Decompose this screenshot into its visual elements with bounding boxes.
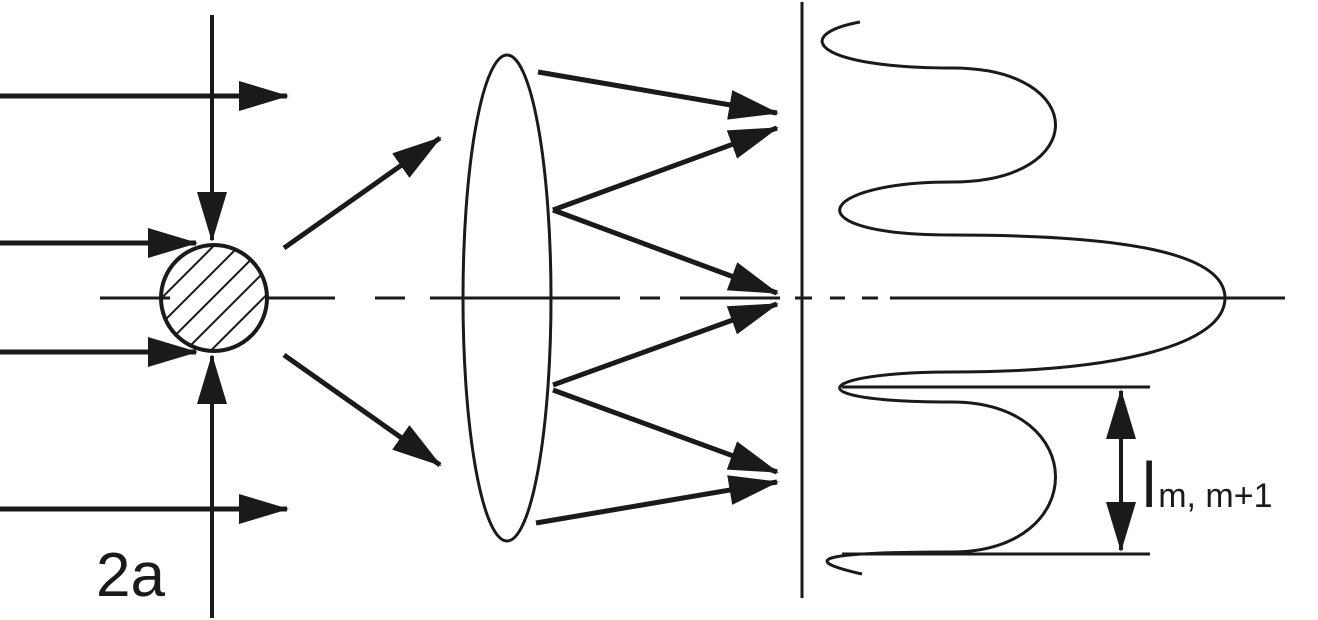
label-spacing-subscript: m, m+1 — [1158, 477, 1272, 515]
intensity-curve — [820, 20, 1227, 576]
fringe-spacing-indicator — [842, 385, 1150, 556]
label-spacing-symbol: l — [1142, 449, 1156, 521]
focused-rays — [535, 69, 779, 526]
diffracted-rays — [282, 135, 442, 468]
label-2a: 2a — [96, 541, 165, 610]
diffracted-ray-up — [282, 135, 442, 251]
incident-rays — [0, 81, 289, 524]
obstacle-disc — [159, 243, 269, 353]
lens — [461, 53, 553, 543]
label-spacing: lm, m+1 — [1142, 449, 1273, 521]
diffracted-ray-down — [282, 352, 442, 468]
